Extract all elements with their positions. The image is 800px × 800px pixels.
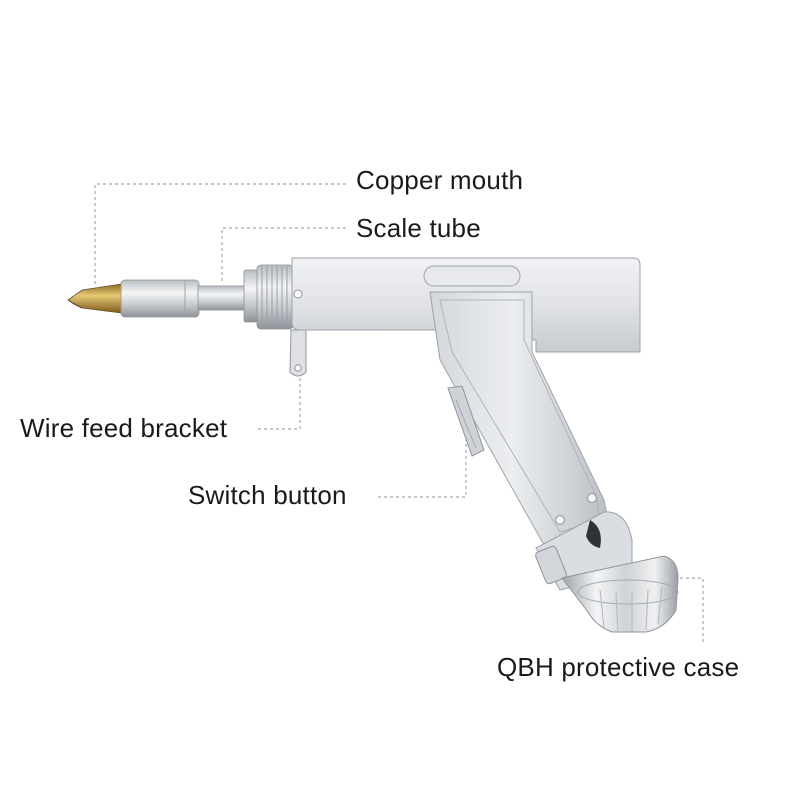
- leader-line-qbh-case: [680, 577, 704, 643]
- switch-button: [447, 385, 485, 457]
- wire-feed-bracket: [289, 329, 307, 377]
- label-wire-feed-bracket: Wire feed bracket: [20, 413, 228, 443]
- copper-mouth: [67, 283, 123, 314]
- label-qbh-protective-case: QBH protective case: [497, 652, 740, 682]
- leader-line-wire-feed-bracket: [258, 375, 301, 430]
- screw-icon: [587, 493, 597, 503]
- body-slot: [423, 265, 521, 287]
- leader-line-switch-button: [378, 432, 467, 498]
- label-switch-button: Switch button: [188, 480, 347, 510]
- nozzle-body: [120, 279, 200, 318]
- leader-lines: [94, 183, 704, 643]
- screw-icon: [293, 289, 303, 299]
- scale-tube: [197, 285, 247, 311]
- screw-icon: [555, 515, 565, 525]
- qbh-protective-case: [561, 555, 679, 633]
- label-copper-mouth: Copper mouth: [356, 165, 524, 195]
- gun-handle: [429, 291, 613, 561]
- leader-line-copper-mouth: [94, 183, 346, 285]
- knurled-ring: [243, 264, 294, 330]
- label-scale-tube: Scale tube: [356, 213, 481, 243]
